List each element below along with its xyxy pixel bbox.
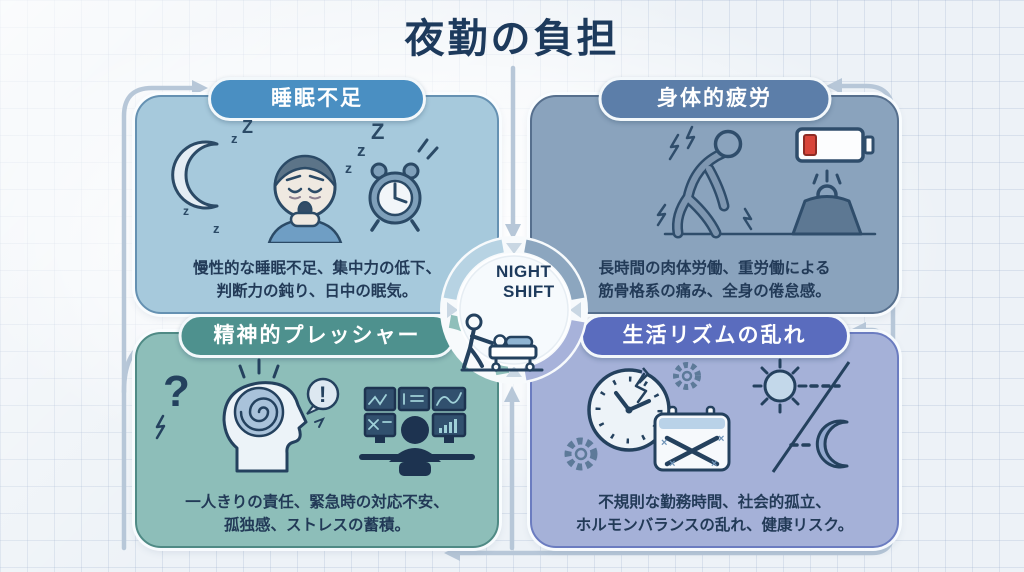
svg-text:Z: Z (242, 117, 253, 137)
panel-mental-title: 精神的プレッシャー (213, 324, 421, 347)
ring-chevron-left (447, 302, 458, 318)
arrowhead (505, 224, 521, 240)
panel-sleep-title: 睡眠不足 (271, 87, 363, 110)
ring-quadrant-sleep (443, 239, 505, 301)
stress-bolt-icon (155, 414, 166, 440)
desc-line: 判断力の鈍り、日中の眠気。 (216, 282, 418, 300)
zzz-text: z Z z z z z Z (183, 117, 384, 236)
svg-text:Z: Z (371, 119, 384, 144)
svg-text:z: z (357, 141, 366, 160)
yawning-person-icon (267, 154, 343, 245)
svg-text:z: z (213, 221, 220, 236)
desc-line: 慢性的な睡眠不足、集中力の低下、 (192, 259, 441, 277)
desc-line: 長時間の肉体労働、重労働による (598, 259, 831, 277)
nurse-pushing-bed-icon (460, 313, 544, 372)
ring-chevron-top (506, 243, 522, 254)
night-shift-line2: SHIFT (503, 282, 555, 302)
pain-bolts-icon (656, 125, 752, 231)
night-shift-label: NIGHT SHIFT (496, 262, 555, 303)
ring-chevron-right (570, 302, 581, 318)
arrowhead (192, 80, 208, 96)
arrowhead (444, 545, 460, 561)
sleep-illustration: z Z z z z z Z (147, 113, 487, 248)
panel-physical-fatigue: 身体的疲労 (530, 77, 899, 314)
panel-mental-pressure: 精神的プレッシャー ? ! (135, 314, 499, 548)
panel-mental-description: 一人きりの責任、緊急時の対応不安、 孤独感、ストレスの蓄積。 (143, 491, 491, 538)
mental-illustration: ? ! (147, 350, 487, 485)
svg-text:z: z (231, 131, 238, 146)
ring-quadrant-physical (523, 239, 585, 301)
panel-rhythm-description: 不規則な勤務時間、社会的孤立、 ホルモンバランスの乱れ、健康リスク。 (538, 491, 891, 538)
center-hub: NIGHT SHIFT (439, 235, 589, 385)
desc-line: 孤独感、ストレスの蓄積。 (223, 516, 410, 534)
panel-rhythm-header: 生活リズムの乱れ (579, 314, 850, 359)
heavy-weight-icon (791, 169, 862, 236)
monitoring-operator-icon (359, 386, 475, 476)
crossed-calendar-icon: × × × × (653, 405, 730, 472)
svg-text:×: × (661, 437, 667, 449)
crescent-moon-icon (171, 140, 219, 210)
svg-text:×: × (718, 433, 724, 445)
right-rail-arrow (457, 83, 896, 556)
arrowhead (504, 386, 520, 402)
panel-sleep-description: 慢性的な睡眠不足、集中力の低下、 判断力の鈍り、日中の眠気。 (143, 257, 491, 304)
rhythm-illustration: × × × × (545, 350, 885, 485)
night-shift-line1: NIGHT (496, 262, 552, 281)
svg-text:×: × (669, 458, 675, 470)
arrowhead (826, 78, 842, 94)
panel-physical-title: 身体的疲労 (657, 87, 772, 110)
physical-illustration (545, 113, 885, 248)
panel-sleep-header: 睡眠不足 (208, 77, 426, 122)
panel-sleep-deprivation: 睡眠不足 z Z z z z z Z (135, 77, 499, 314)
panel-physical-header: 身体的疲労 (598, 77, 831, 122)
svg-text:z: z (345, 160, 352, 176)
page-title: 夜勤の負担 (404, 17, 620, 61)
left-rail-arrow (121, 85, 195, 551)
low-battery-icon (794, 127, 874, 163)
hunched-worker-icon (656, 125, 752, 239)
hub-ring (440, 236, 588, 384)
panel-life-rhythm: 生活リズムの乱れ (530, 314, 899, 548)
ring-quadrant-rhythm (523, 319, 585, 381)
exclamation-mark: ! (319, 382, 326, 407)
gear-icon (564, 362, 701, 471)
desc-line: 筋骨格系の痛み、全身の倦怠感。 (598, 282, 831, 300)
desc-line: 一人きりの責任、緊急時の対応不安、 (185, 493, 449, 511)
panel-physical-description: 長時間の肉体労働、重労働による 筋骨格系の痛み、全身の倦怠感。 (538, 257, 891, 304)
svg-text:×: × (711, 458, 717, 470)
question-mark: ? (163, 367, 190, 416)
alarm-clock-icon (368, 138, 439, 232)
svg-text:z: z (183, 204, 189, 218)
stress-marks (238, 358, 280, 379)
desc-line: 不規則な勤務時間、社会的孤立、 (598, 493, 831, 511)
panel-rhythm-title: 生活リズムの乱れ (622, 324, 807, 347)
desc-line: ホルモンバランスの乱れ、健康リスク。 (575, 516, 854, 534)
stressed-brain-icon: ? ! (155, 358, 340, 473)
day-night-cycle-icon (752, 358, 850, 473)
